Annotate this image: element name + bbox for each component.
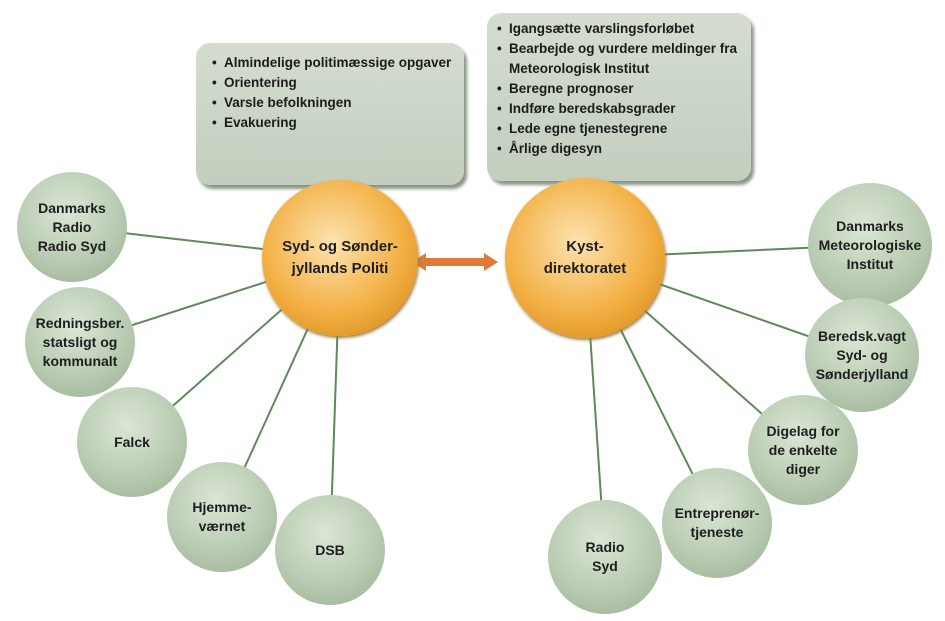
task-item: Varsle befolkningen — [212, 93, 452, 113]
task-item: Beregne prognoser — [497, 79, 743, 99]
task-item: Lede egne tjenestegrene — [497, 119, 743, 139]
partner-node: Radio Syd — [548, 500, 662, 614]
partner-node: Beredsk.vagt Syd- og Sønderjylland — [805, 298, 919, 412]
police-hub-label: Syd- og Sønder- jyllands Politi — [282, 238, 398, 277]
task-item: Indføre beredskabsgrader — [497, 99, 743, 119]
double-arrow-icon — [412, 253, 498, 271]
partner-node-label: Radio Syd — [585, 539, 625, 574]
partner-node-label: Digelag for de enkelte diger — [766, 422, 840, 477]
coast-hub: Kyst- direktoratet — [505, 178, 665, 338]
task-item: Orientering — [212, 73, 452, 93]
partner-node: DSB — [275, 495, 385, 605]
partner-node: Entreprenør- tjeneste — [662, 468, 772, 578]
partner-node-label: DSB — [315, 541, 345, 558]
police-tasks-box: Almindelige politimæssige opgaverOriente… — [196, 43, 464, 185]
partner-node: Falck — [77, 387, 187, 497]
coast-hub-label: Kyst- direktoratet — [543, 238, 627, 277]
police-hub: Syd- og Sønder- jyllands Politi — [262, 180, 418, 336]
partner-node-label: Redningsber. statsligt og kommunalt — [35, 314, 125, 369]
task-item: Evakuering — [212, 113, 452, 133]
task-item: Årlige digesyn — [497, 139, 743, 159]
partner-node-label: Danmarks Radio Radio Syd — [37, 199, 107, 254]
partner-node-label: Danmarks Meteorologiske Institut — [818, 217, 922, 272]
partner-node: Redningsber. statsligt og kommunalt — [25, 287, 135, 397]
partner-node: Danmarks Meteorologiske Institut — [808, 183, 932, 307]
partner-node: Digelag for de enkelte diger — [748, 395, 858, 505]
task-item: Bearbejde og vurdere meldinger fra Meteo… — [497, 39, 743, 79]
coast-tasks-box: Igangsætte varslingsforløbetBearbejde og… — [487, 13, 751, 181]
partner-node-label: Beredsk.vagt Syd- og Sønderjylland — [815, 327, 909, 382]
task-item: Igangsætte varslingsforløbet — [497, 19, 743, 39]
partner-node-label: Hjemme- værnet — [192, 499, 252, 534]
partner-node-label: Entreprenør- tjeneste — [674, 505, 760, 540]
partner-node: Hjemme- værnet — [167, 462, 277, 572]
task-item: Almindelige politimæssige opgaver — [212, 53, 452, 73]
partner-node-label: Falck — [114, 433, 150, 450]
partner-node: Danmarks Radio Radio Syd — [17, 172, 127, 282]
